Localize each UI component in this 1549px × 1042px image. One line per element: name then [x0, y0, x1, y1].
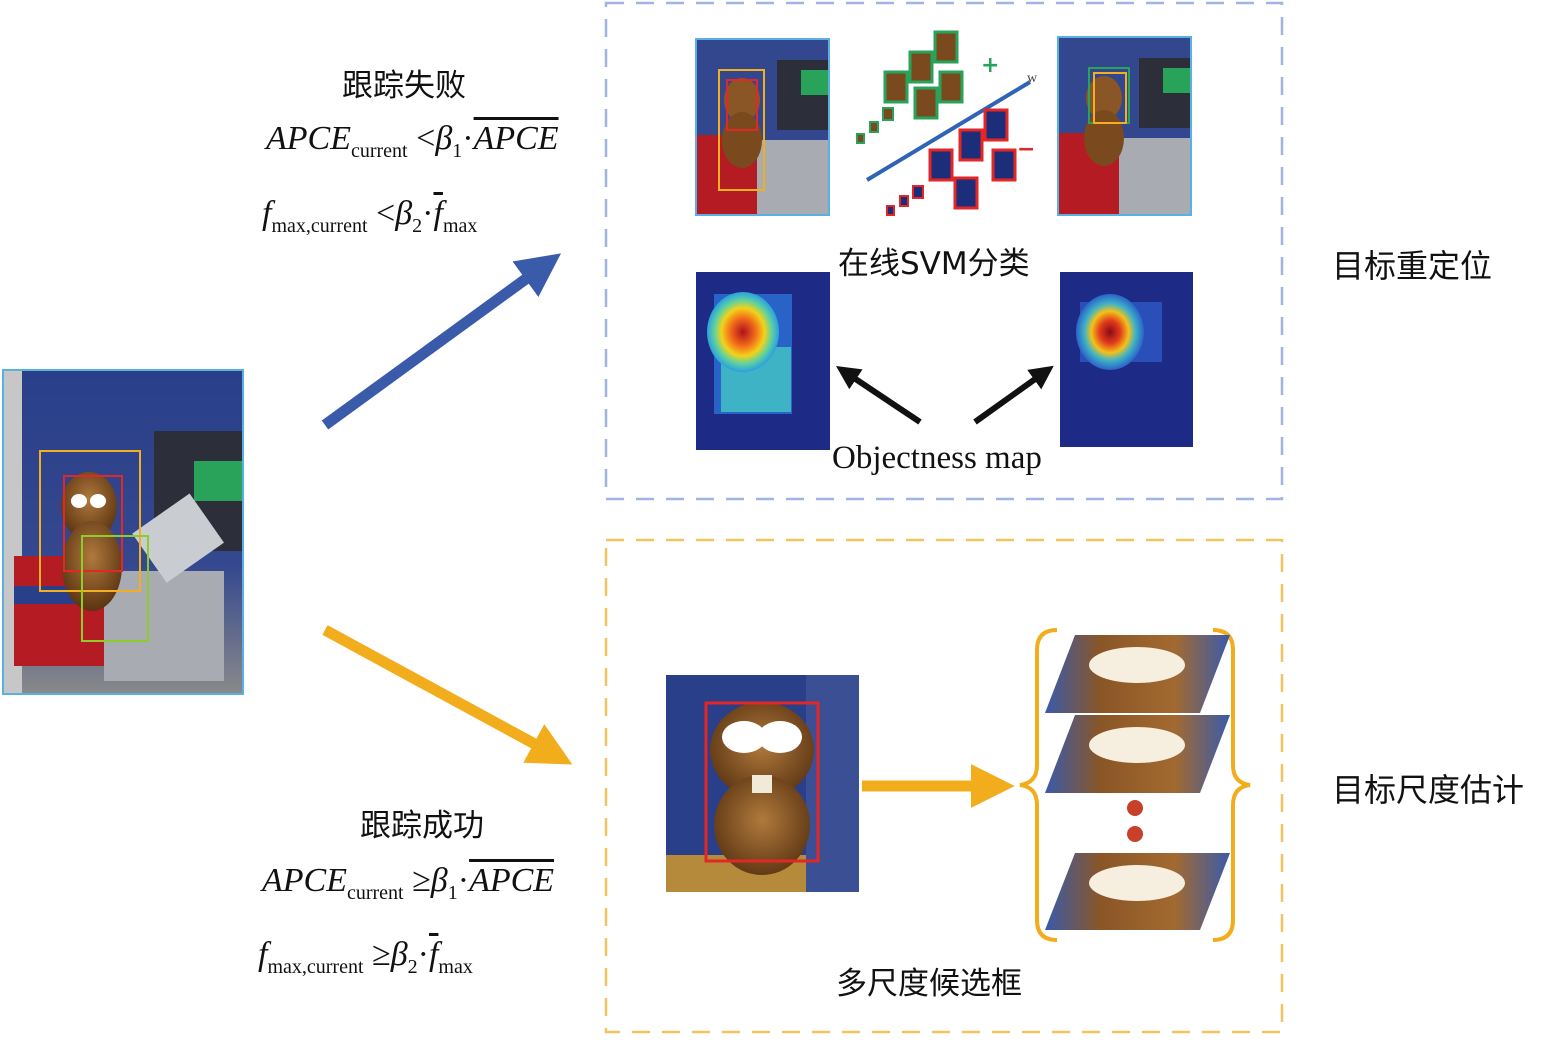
- relocalization-box: [604, 1, 1284, 501]
- success-title: 跟踪成功: [360, 808, 484, 844]
- candidate-patch: [1045, 635, 1230, 713]
- failure-title: 跟踪失败: [342, 68, 466, 104]
- right-brace: [1212, 628, 1251, 942]
- failure-formula-1: APCEcurrent <β1·APCE: [266, 120, 559, 162]
- positive-samples: [856, 30, 964, 144]
- candidates-label: 多尺度候选框: [836, 966, 1022, 1002]
- input-frame-image: [2, 369, 244, 695]
- objectness-map-right: [1060, 272, 1193, 447]
- objectness-map-left: [696, 272, 830, 450]
- scale-target-image: [666, 675, 859, 892]
- svm-plus-sign: +: [981, 53, 999, 78]
- svm-classifier-illustration: w + −: [856, 30, 1038, 216]
- success-formula-1: APCEcurrent ≥β1·APCE: [262, 862, 555, 904]
- svm-hyperplane: [865, 80, 1032, 182]
- failure-arrow: [321, 253, 562, 430]
- candidate-patch: [1045, 853, 1230, 930]
- objectness-arrow-left: [836, 366, 922, 425]
- objectness-label: Objectness map: [832, 440, 1042, 476]
- svm-label: 在线SVM分类: [838, 246, 1030, 282]
- success-formula-2: fmax,current ≥β2·fmax: [258, 936, 473, 978]
- left-brace: [1019, 628, 1058, 942]
- objectness-arrow-right: [973, 365, 1054, 425]
- scale-side-label: 目标尺度估计: [1332, 771, 1525, 809]
- svm-w-label: w: [1027, 71, 1038, 86]
- failure-formula-2: fmax,current <β2·fmax: [262, 195, 478, 237]
- candidate-patch: [1045, 715, 1230, 793]
- ellipsis-dot: [1127, 800, 1143, 816]
- svm-output-frame-image: [1057, 36, 1192, 216]
- ellipsis-dot: [1127, 826, 1143, 842]
- negative-samples: [886, 108, 1017, 216]
- svm-input-frame-image: [695, 38, 830, 216]
- svm-minus-sign: −: [1017, 137, 1035, 162]
- scale-estimation-box: [604, 538, 1284, 1034]
- relocalization-side-label: 目标重定位: [1332, 247, 1493, 285]
- multi-scale-candidates: [1019, 628, 1251, 942]
- success-arrow: [322, 625, 573, 765]
